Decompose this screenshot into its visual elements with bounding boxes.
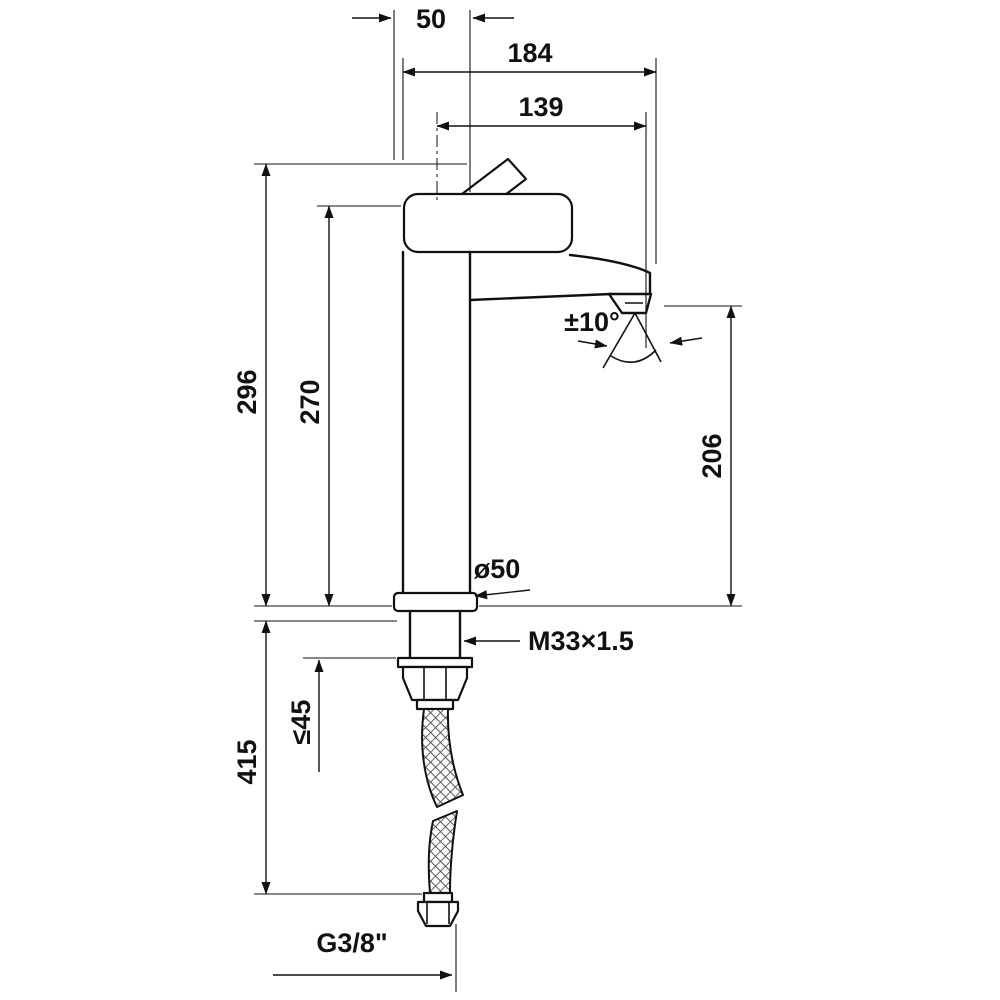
dimension-max-45: ≤45: [286, 657, 396, 772]
angle-arc: [610, 349, 657, 363]
hose-collar: [415, 698, 455, 711]
braided-hose-upper: [421, 708, 464, 808]
dim-206-label: 206: [697, 433, 727, 478]
mounting-nut: [401, 665, 469, 702]
label-base-diameter: ø50: [474, 554, 531, 600]
hose-fitting-facet-lines: [426, 902, 450, 924]
dim-139-label: 139: [518, 92, 563, 122]
leader-line: [474, 589, 531, 600]
dimension-139: 139: [436, 92, 647, 348]
g38-label: G3/8": [316, 928, 387, 958]
angle-line: [634, 312, 662, 363]
mounting-nut-facet-lines: [423, 667, 447, 699]
label-hose-connection: G3/8": [273, 924, 457, 992]
angle-arrow: [669, 336, 703, 346]
dim-50-label: 50: [416, 4, 446, 34]
dimension-50: 50: [352, 4, 514, 192]
dimension-206: 206: [664, 305, 742, 607]
dim-296-label: 296: [232, 369, 262, 414]
mounting-washer: [396, 656, 474, 669]
dim-184-label: 184: [507, 38, 552, 68]
base-flange: [392, 591, 479, 613]
dim-415-label: 415: [232, 739, 262, 784]
dimension-296: 296: [232, 163, 467, 607]
spout-bottom-edge: [468, 292, 613, 302]
hose-fitting-collar: [422, 891, 454, 904]
braided-hose-lower: [427, 810, 458, 894]
dim-45-label: ≤45: [286, 700, 316, 745]
dia-50-label: ø50: [474, 554, 521, 584]
handle-base-block: [402, 192, 574, 254]
dimension-184: 184: [402, 38, 657, 264]
angle-label: ±10°: [564, 307, 620, 337]
hose-fitting-nut: [416, 900, 460, 928]
faucet-outline: [392, 157, 653, 928]
dim-270-label: 270: [295, 379, 325, 424]
threaded-shank: [408, 609, 462, 660]
label-mounting-thread: M33×1.5: [463, 626, 634, 656]
label-spout-angle: ±10°: [564, 307, 703, 369]
m33-label: M33×1.5: [528, 626, 634, 656]
spout-top-edge: [568, 253, 652, 296]
angle-line: [602, 312, 636, 369]
dimension-415: 415: [232, 620, 422, 895]
angle-arrow: [577, 339, 608, 349]
dimension-270: 270: [295, 205, 401, 607]
